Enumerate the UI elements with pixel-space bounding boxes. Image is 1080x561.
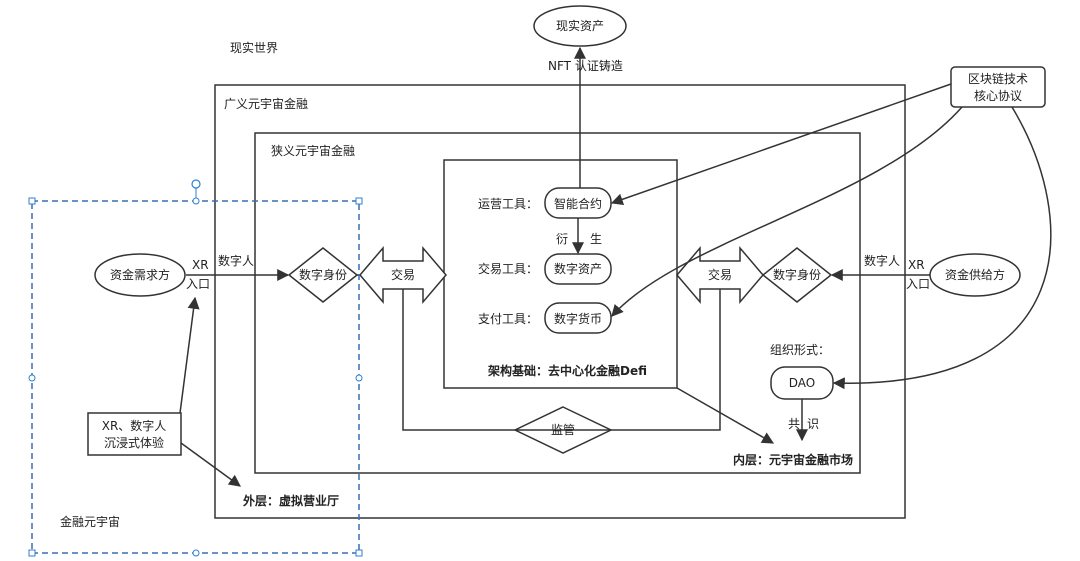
xr-experience-label-1: XR、数字人 [102, 418, 167, 433]
real-asset-label: 现实资产 [556, 18, 604, 33]
derive-label-1: 衍 [556, 232, 568, 246]
experience-to-hall-arrow [180, 442, 241, 487]
identity-right-label: 数字身份 [773, 267, 821, 282]
supervision-loop [402, 289, 721, 431]
real-world-label: 现实世界 [230, 40, 278, 55]
real-asset-node[interactable] [533, 5, 627, 47]
blockchain-to-currency-arrow [611, 106, 963, 317]
broad-finance-label: 广义元宇宙金融 [224, 96, 308, 111]
digital-human-left-label: 数字人 [218, 253, 254, 268]
defi-to-market-arrow [676, 387, 775, 444]
ops-tool-label: 运营工具： [478, 197, 538, 211]
resize-handle-left[interactable] [28, 374, 36, 382]
digital-currency-label: 数字货币 [554, 311, 602, 326]
inner-layer-label: 内层：元宇宙金融市场 [733, 452, 853, 467]
narrow-finance-label: 狭义元宇宙金融 [271, 143, 355, 158]
trade-tool-label: 交易工具： [478, 261, 538, 276]
smart-contract-label: 智能合约 [554, 196, 602, 211]
pay-tool-label: 支付工具： [478, 312, 538, 326]
resize-handle-bottom[interactable] [192, 549, 200, 557]
resize-handle-bl[interactable] [28, 549, 36, 557]
nft-mint-label: NFT 认证铸造 [548, 58, 623, 73]
resize-handle-br[interactable] [355, 549, 363, 557]
resize-handle-top[interactable] [192, 197, 200, 205]
narrow-finance-box [254, 132, 861, 474]
consensus-label-2: 识 [807, 417, 819, 431]
broad-finance-box [214, 84, 906, 519]
blockchain-to-contract-arrow [610, 83, 952, 206]
outer-layer-label: 外层：虚拟营业厅 [243, 493, 339, 508]
trade-left-label: 交易 [391, 267, 415, 282]
digital-asset-label: 数字资产 [554, 261, 602, 276]
entry-left-label: 入口 [186, 277, 210, 291]
demand-side-label: 资金需求方 [110, 267, 170, 282]
digital-currency-node[interactable] [544, 302, 612, 334]
blockchain-node[interactable] [950, 66, 1046, 108]
digital-human-right-label: 数字人 [864, 253, 900, 268]
derive-label-2: 生 [590, 232, 602, 246]
identity-left-node[interactable] [287, 247, 359, 303]
blockchain-tech-label: 区块链技术 [968, 71, 1028, 86]
consensus-label-1: 共 [788, 417, 800, 431]
core-protocol-label: 核心协议 [974, 88, 1022, 103]
finance-metaverse-label: 金融元宇宙 [60, 514, 120, 529]
supervision-label: 监管 [551, 422, 575, 437]
xr-experience-node[interactable] [87, 412, 182, 456]
resize-handle-right[interactable] [355, 374, 363, 382]
entry-right-label: 入口 [906, 277, 930, 291]
org-form-label: 组织形式： [770, 343, 830, 357]
supply-side-label: 资金供给方 [945, 267, 1005, 282]
resize-handle-tl[interactable] [28, 197, 36, 205]
xr-left-label: XR [192, 258, 209, 272]
blockchain-to-dao-arrow [832, 106, 1052, 390]
experience-to-entry-arrow [179, 296, 200, 414]
demand-side-node[interactable] [94, 253, 186, 297]
resize-handle-tr[interactable] [355, 197, 363, 205]
dao-label: DAO [789, 376, 815, 390]
xr-experience-label-2: 沉浸式体验 [104, 435, 164, 450]
arch-base-label: 架构基础：去中心化金融Defi [487, 363, 647, 378]
identity-left-label: 数字身份 [299, 267, 347, 282]
xr-right-label: XR [908, 258, 925, 272]
trade-right-label: 交易 [708, 267, 732, 282]
trade-left-node[interactable] [359, 245, 447, 305]
identity-right-node[interactable] [761, 247, 833, 303]
rotate-handle[interactable] [191, 179, 201, 189]
